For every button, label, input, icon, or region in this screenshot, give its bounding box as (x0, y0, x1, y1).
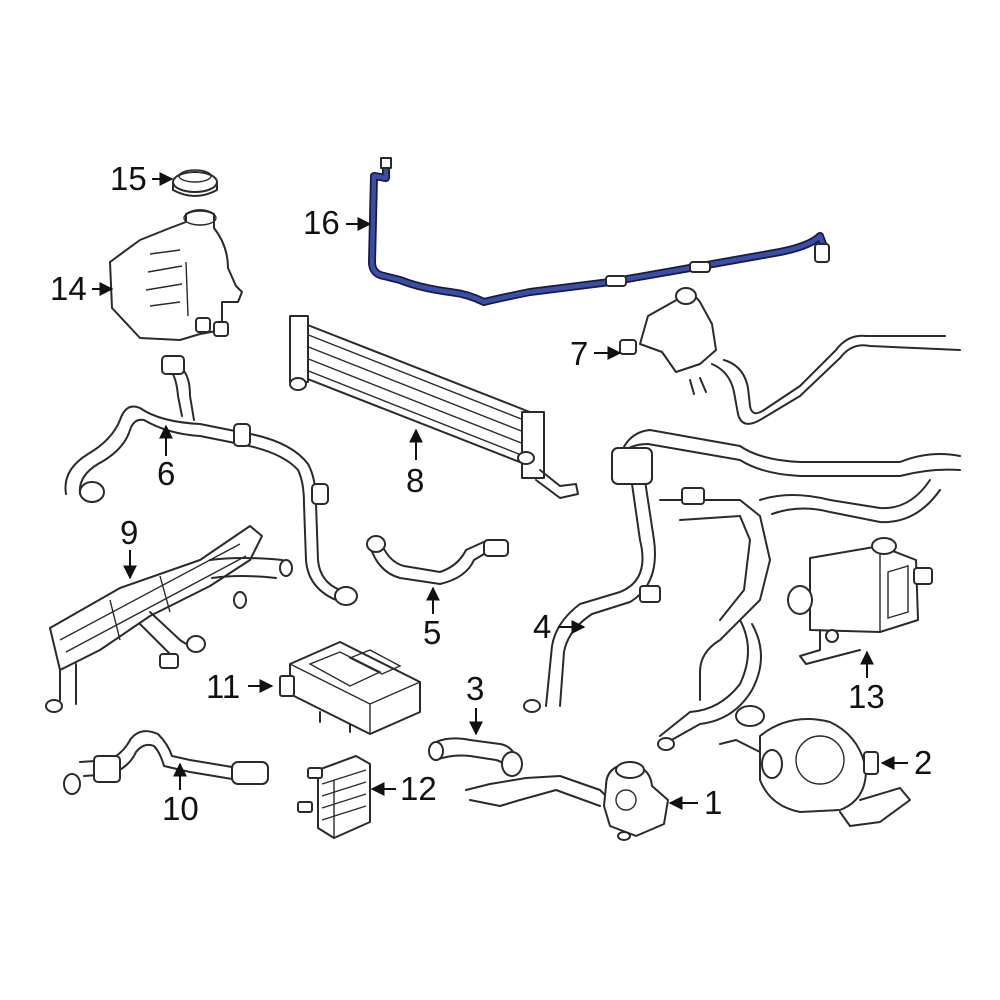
part-5-coolant-hose[interactable] (366, 535, 509, 585)
callout-12: 12 (370, 770, 437, 807)
callout-label: 13 (848, 678, 885, 715)
part-10-coolant-pipe[interactable] (63, 730, 269, 795)
part-9-coolant-manifold[interactable] (45, 525, 293, 713)
part-6-coolant-hose[interactable] (64, 355, 358, 606)
callout-1: 1 (668, 784, 722, 821)
callout-6: 6 (157, 424, 175, 492)
callout-15: 15 (110, 160, 174, 197)
part-16-clip-b (689, 261, 711, 273)
callout-10: 10 (162, 762, 199, 827)
callout-14: 14 (50, 270, 114, 307)
callout-label: 16 (303, 204, 340, 241)
part-3-coolant-hose[interactable] (428, 737, 523, 777)
callout-7: 7 (570, 335, 622, 372)
part-8-radiator[interactable] (289, 315, 579, 499)
callout-label: 5 (423, 614, 441, 651)
part-4-hose-harness[interactable] (523, 429, 961, 751)
callout-label: 4 (533, 608, 551, 645)
callout-label: 2 (914, 744, 932, 781)
callout-label: 14 (50, 270, 87, 307)
part-11-control-module[interactable] (279, 641, 421, 735)
callout-label: 1 (704, 784, 722, 821)
callout-8: 8 (406, 428, 424, 499)
callout-label: 12 (400, 770, 437, 807)
callout-4: 4 (533, 608, 586, 645)
callout-label: 7 (570, 335, 588, 372)
part-7-hose-assembly[interactable] (619, 287, 961, 425)
part-12-oil-cooler[interactable] (297, 755, 371, 839)
part-16-coolant-line[interactable] (368, 157, 830, 306)
part-1-water-pump[interactable] (465, 761, 669, 841)
callout-label: 6 (157, 455, 175, 492)
callout-3: 3 (466, 670, 484, 736)
part-2-auxiliary-pump[interactable] (719, 705, 911, 827)
callout-11: 11 (206, 668, 274, 705)
callout-5: 5 (423, 586, 441, 651)
callout-13: 13 (848, 650, 885, 715)
callout-label: 11 (206, 668, 240, 705)
part-16-fitting-end (814, 243, 830, 263)
part-16-clip-a (605, 275, 627, 287)
part-13-coolant-heater[interactable] (787, 537, 933, 665)
callout-label: 8 (406, 462, 424, 499)
part-15-reservoir-cap[interactable] (172, 169, 218, 197)
part-14-coolant-reservoir[interactable] (109, 209, 243, 341)
part-16-fitting-top (380, 157, 392, 169)
part-16-line-fill (369, 159, 829, 305)
callout-9: 9 (120, 514, 138, 580)
callout-label: 15 (110, 160, 147, 197)
callout-16: 16 (303, 204, 372, 241)
callout-label: 9 (120, 514, 138, 551)
callout-label: 3 (466, 670, 484, 707)
callout-label: 10 (162, 790, 199, 827)
callout-2: 2 (880, 744, 932, 781)
